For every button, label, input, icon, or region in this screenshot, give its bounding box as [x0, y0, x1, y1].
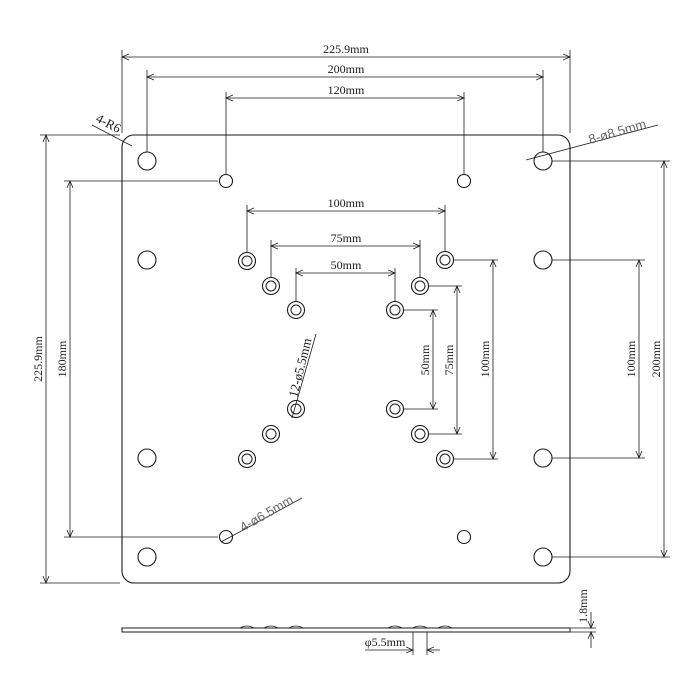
large-hole: [533, 151, 553, 171]
countersunk-hole: [410, 276, 430, 296]
small-hole: [218, 529, 234, 545]
countersunk-hole: [385, 399, 405, 419]
dim-120-label: 120mm: [328, 83, 365, 97]
large-hole: [533, 250, 553, 270]
dim-50-horizontal: 50mm: [296, 258, 395, 301]
dim-overall-height: 225.9mm: [31, 135, 120, 583]
dim-100-vertical-inner-label: 100mm: [478, 340, 492, 377]
countersunk-hole: [435, 250, 455, 270]
countersunk-hole: [237, 449, 257, 469]
dim-75-vertical-label: 75mm: [442, 344, 456, 375]
large-hole: [137, 250, 157, 270]
dim-120: 120mm: [226, 83, 464, 174]
countersunk-hole: [435, 449, 455, 469]
large-holes-group: [137, 151, 553, 567]
dim-50-horizontal-label: 50mm: [331, 258, 362, 272]
dim-countersink-label: φ5.5mm: [365, 635, 406, 649]
small-hole: [456, 529, 472, 545]
dim-thickness-label: 1.8mm: [576, 589, 590, 623]
large-hole: [533, 547, 553, 567]
dim-200-vertical-label: 200mm: [649, 340, 663, 377]
countersunk-holes-group: [237, 250, 455, 469]
dim-180: 180mm: [55, 181, 218, 537]
callout-large-holes-label: 8-ø8.5mm: [587, 116, 648, 147]
plate-outline: [121, 134, 571, 584]
small-hole: [218, 173, 234, 189]
dim-75-horizontal: 75mm: [271, 231, 420, 277]
callout-corner-radius-label: 4-R6: [94, 110, 124, 136]
countersunk-hole: [410, 424, 430, 444]
dim-100-horizontal-label: 100mm: [328, 196, 365, 210]
large-hole: [533, 448, 553, 468]
dim-200-horizontal-label: 200mm: [328, 62, 365, 76]
large-hole: [137, 547, 157, 567]
dim-100-vertical-right: 100mm: [552, 260, 645, 458]
countersunk-hole: [286, 300, 306, 320]
dim-100-vertical-right-label: 100mm: [624, 340, 638, 377]
dim-overall-width: 225.9mm: [122, 42, 570, 133]
dim-75-horizontal-label: 75mm: [331, 231, 362, 245]
large-hole: [137, 151, 157, 171]
dim-75-vertical: 75mm: [429, 286, 462, 434]
dim-200-vertical: 200mm: [552, 161, 670, 557]
side-profile-view: 1.8mm φ5.5mm: [121, 589, 596, 655]
dim-overall-height-label: 225.9mm: [31, 336, 45, 382]
dim-200-horizontal: 200mm: [147, 62, 543, 152]
plate-profile: [121, 627, 571, 633]
countersunk-hole: [385, 300, 405, 320]
large-hole: [137, 448, 157, 468]
dim-50-vertical: 50mm: [404, 310, 438, 409]
dim-50-vertical-label: 50mm: [418, 344, 432, 375]
dim-100-horizontal: 100mm: [247, 196, 445, 252]
countersunk-hole: [237, 251, 257, 271]
dim-100-vertical-inner: 100mm: [454, 260, 498, 459]
small-holes-group: [218, 173, 472, 545]
dim-180-label: 180mm: [55, 340, 69, 377]
small-hole: [456, 173, 472, 189]
countersunk-hole: [261, 424, 281, 444]
countersunk-hole: [261, 276, 281, 296]
dim-overall-width-label: 225.9mm: [323, 42, 369, 56]
